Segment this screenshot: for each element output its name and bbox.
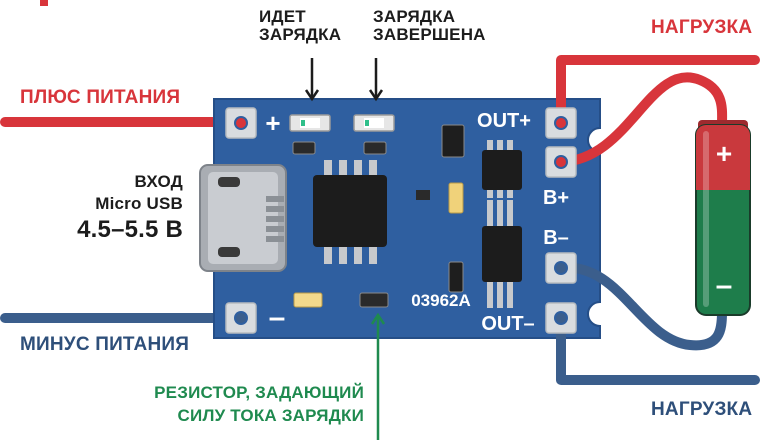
corner-mark (40, 0, 48, 6)
micro-usb-connector (199, 164, 287, 272)
pad-out-plus (545, 107, 577, 139)
led-charge-done (353, 114, 395, 132)
led-charging (289, 114, 331, 132)
charge-done-arrow (368, 58, 384, 102)
charge-done-label: ЗАРЯДКА ЗАВЕРШЕНА (373, 7, 486, 44)
pin-label-out-minus: OUT– (481, 313, 534, 335)
load-minus-wire (556, 313, 760, 385)
plus-power-wire (0, 117, 245, 127)
pad-b-minus (545, 252, 577, 284)
input-label-line2: Micro USB (95, 193, 183, 213)
battery-minus-sign: – (716, 269, 733, 302)
input-label: ВХОД Micro USB 4.5–5.5 В (58, 173, 183, 242)
pad-minus-in (225, 302, 257, 334)
load-bottom-label: НАГРУЗКА (651, 399, 753, 420)
smd-components (292, 124, 465, 308)
plus-power-label: ПЛЮС ПИТАНИЯ (20, 87, 181, 108)
charging-label: ИДЕТ ЗАРЯДКА (259, 7, 342, 44)
pad-b-plus (545, 146, 577, 178)
battery: + – (695, 120, 751, 316)
pin-label-out-plus: OUT+ (477, 110, 531, 132)
pad-out-minus (545, 302, 577, 334)
resistor-arrow (370, 312, 386, 440)
minus-power-label: МИНУС ПИТАНИЯ (20, 334, 190, 355)
input-label-line1: ВХОД (134, 172, 183, 191)
charger-ic (313, 160, 387, 264)
battery-plus-wire (556, 72, 728, 167)
protection-ic-2 (482, 200, 522, 308)
battery-plus-sign: + (716, 138, 732, 169)
battery-minus-wire (556, 262, 727, 351)
charging-arrow (304, 58, 320, 102)
minus-power-wire (0, 313, 245, 323)
pad-plus-in (225, 107, 257, 139)
resistor-label: РЕЗИСТОР, ЗАДАЮЩИЙ СИЛУ ТОКА ЗАРЯДКИ (148, 384, 364, 425)
load-top-label: НАГРУЗКА (651, 17, 753, 38)
input-label-line3: 4.5–5.5 В (77, 215, 183, 243)
board-minus-sign: – (269, 301, 286, 334)
pin-label-b-minus: B– (543, 227, 569, 249)
board-marking: 03962A (411, 291, 471, 310)
resistor-label-line2: СИЛУ ТОКА ЗАРЯДКИ (177, 405, 364, 425)
board-plus-sign: + (265, 108, 280, 138)
resistor-label-line1: РЕЗИСТОР, ЗАДАЮЩИЙ (154, 383, 364, 402)
pin-label-b-plus: B+ (543, 187, 569, 209)
protection-ic-1 (482, 140, 522, 198)
load-plus-wire (556, 55, 760, 128)
